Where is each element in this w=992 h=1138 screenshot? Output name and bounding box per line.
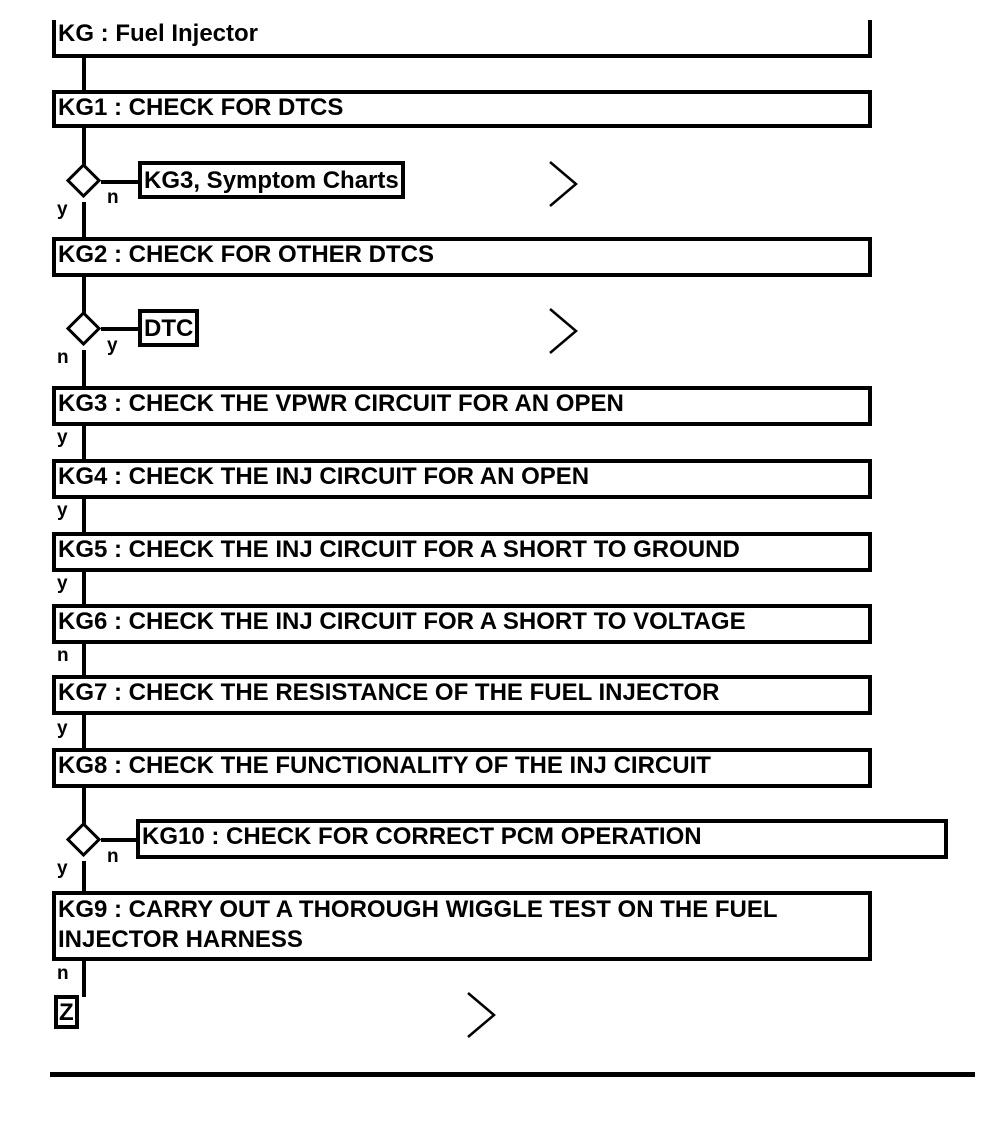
connector-line [82,424,86,462]
branch-label: y [57,500,68,521]
step-kg8: KG8 : CHECK THE FUNCTIONALITY OF THE INJ… [52,748,872,788]
target-dtc: DTC [138,309,200,347]
decision-diamond [65,310,102,347]
step-kg3: KG3 : CHECK THE VPWR CIRCUIT FOR AN OPEN [52,386,872,426]
connector-line [82,861,86,893]
connector-line [82,350,86,388]
connector-line [101,180,139,184]
connector-line [82,786,86,826]
step-kg6: KG6 : CHECK THE INJ CIRCUIT FOR A SHORT … [52,604,872,644]
branch-label: y [57,427,68,448]
chevron-right-icon [549,161,578,207]
step-kg1: KG1 : CHECK FOR DTCS [52,90,872,128]
connector-line [82,497,86,535]
chevron-right-icon [467,992,496,1038]
step-kg9: KG9 : CARRY OUT A THOROUGH WIGGLE TEST O… [52,891,872,961]
branch-label: n [57,963,69,984]
branch-label: n [107,846,119,867]
decision-diamond [65,821,102,858]
footer-divider [50,1072,975,1077]
branch-label: y [57,199,68,220]
connector-line [82,713,86,751]
branch-label: n [57,645,69,666]
branch-label: y [57,718,68,739]
step-kg7: KG7 : CHECK THE RESISTANCE OF THE FUEL I… [52,675,872,715]
connector-line [101,327,139,331]
step-kg5: KG5 : CHECK THE INJ CIRCUIT FOR A SHORT … [52,532,872,572]
target-symptom-charts: KG3, Symptom Charts [138,161,405,199]
connector-line [82,642,86,678]
chevron-right-icon [549,308,578,354]
branch-label: n [57,347,69,368]
connector-line [82,959,86,997]
connector-line [101,838,139,842]
decision-diamond [65,162,102,199]
step-kg10: KG10 : CHECK FOR CORRECT PCM OPERATION [136,819,948,859]
target-z: Z [54,995,79,1029]
branch-label: y [57,858,68,879]
branch-label: n [107,187,119,208]
branch-label: y [57,573,68,594]
connector-line [82,275,86,315]
flow-title-kg: KG : Fuel Injector [52,20,872,58]
step-kg4: KG4 : CHECK THE INJ CIRCUIT FOR AN OPEN [52,459,872,499]
connector-line [82,56,86,92]
connector-line [82,126,86,166]
step-kg2: KG2 : CHECK FOR OTHER DTCS [52,237,872,277]
branch-label: y [107,335,118,356]
connector-line [82,202,86,240]
connector-line [82,570,86,608]
